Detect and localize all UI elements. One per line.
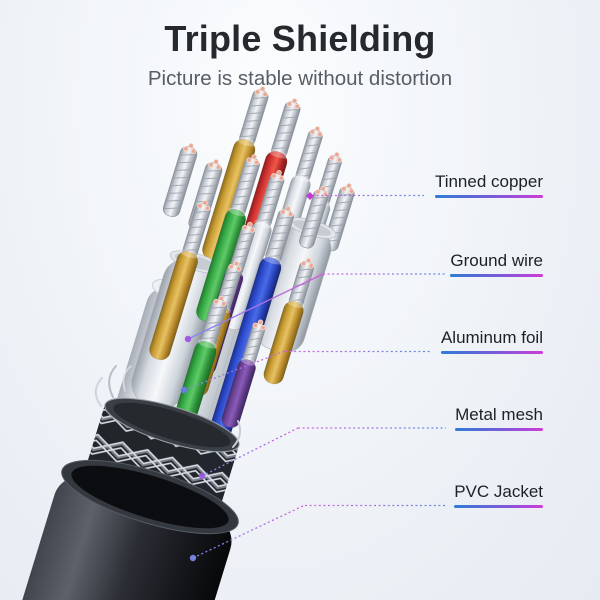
tinned-copper-strands [299,186,329,249]
callout-label-tinned-copper: Tinned copper [434,172,543,191]
leader-dot [184,335,192,343]
callout-label-metal-mesh: Metal mesh [455,405,543,424]
ground-wire [299,186,329,249]
wire-gold [202,86,269,261]
leader-dot [306,192,314,200]
page-title: Triple Shielding [164,18,436,59]
mesh-frayed-strands [94,365,242,448]
tinned-copper-strands [200,295,228,349]
callout-ground-wire: Ground wire [450,250,543,277]
pvc-jacket [0,459,239,600]
callout-underline [440,351,543,354]
callout-label-pvc-jacket: PVC Jacket [454,482,543,501]
callout-metal-mesh: Metal mesh [455,404,543,431]
leader-dot [189,554,197,562]
callout-aluminum-foil: Aluminum foil [440,327,543,354]
callout-underline [455,428,543,431]
tinned-copper-strands [265,206,294,265]
callout-underline [434,195,543,198]
tinned-copper-strands [182,200,211,259]
header: Triple Shielding Picture is stable witho… [0,18,600,91]
tinned-copper-strands [162,143,198,217]
callout-label-aluminum-foil: Aluminum foil [440,328,543,347]
wire-purple [221,319,266,428]
callout-pvc-jacket: PVC Jacket [454,481,543,508]
callout-tinned-copper: Tinned copper [434,171,543,198]
wire-green [196,154,260,322]
leader-dot [198,472,206,480]
wire-gold [149,200,211,361]
tinned-copper-strands [271,98,301,159]
leader-dot [180,386,188,394]
tinned-copper-strands [256,170,285,229]
page-subtitle: Picture is stable without distortion [147,67,453,90]
ground-wire [162,143,198,217]
leader-lines [180,192,447,562]
callout-label-ground-wire: Ground wire [450,251,543,270]
callout-underline [450,274,543,277]
callout-underline [454,505,543,508]
